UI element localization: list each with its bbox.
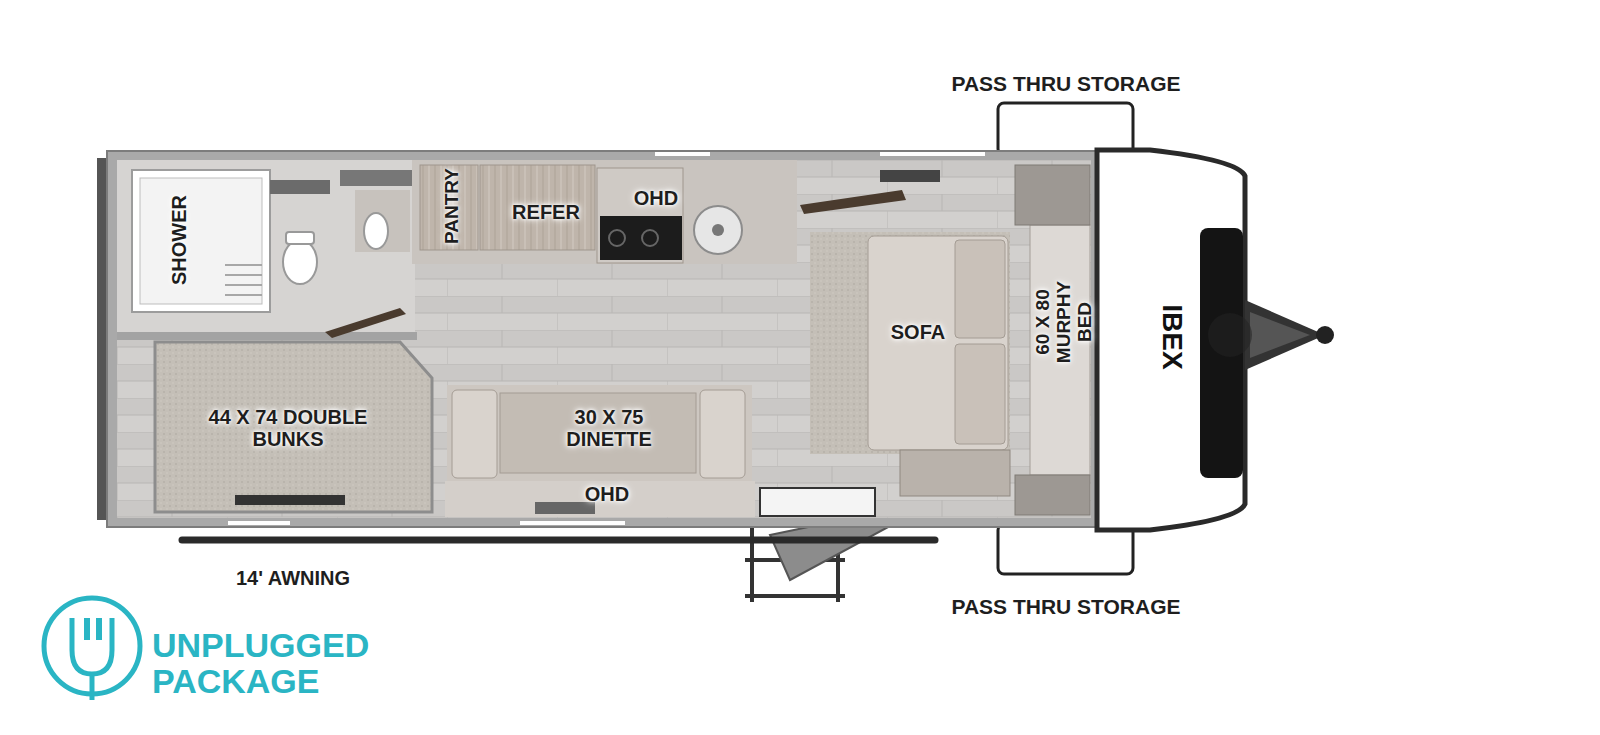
package-logo-text: UNPLUGGED — [152, 628, 369, 662]
overhead-label: OHD — [585, 483, 629, 505]
shower-label: SHOWER — [168, 195, 190, 285]
room-area: 60 X 80 MURPHY BED — [1030, 225, 1090, 475]
brand-logo-text: IBEX — [1157, 304, 1188, 369]
bunks-label: 44 X 74 DOUBLE BUNKS — [203, 406, 373, 450]
awning-label: 14' AWNING — [236, 567, 350, 589]
refer-label: REFER — [512, 201, 580, 223]
room-area: PANTRY — [420, 165, 478, 250]
sofa-label: SOFA — [891, 321, 945, 343]
room-area: SOFA — [810, 232, 1010, 454]
storage-label: PASS THRU STORAGE — [951, 72, 1180, 95]
pantry-label: PANTRY — [442, 168, 463, 244]
package-logo-text: PACKAGE — [152, 664, 320, 698]
room-area: 44 X 74 DOUBLE BUNKS — [155, 342, 432, 512]
room-area: REFER — [480, 165, 595, 250]
dinette-label: 30 X 75 DINETTE — [554, 406, 664, 450]
room-area: SHOWER — [132, 170, 270, 312]
murphy-bed-label: 60 X 80 MURPHY BED — [1033, 260, 1096, 385]
storage-label: PASS THRU STORAGE — [951, 595, 1180, 618]
overhead-label: OHD — [634, 187, 678, 209]
